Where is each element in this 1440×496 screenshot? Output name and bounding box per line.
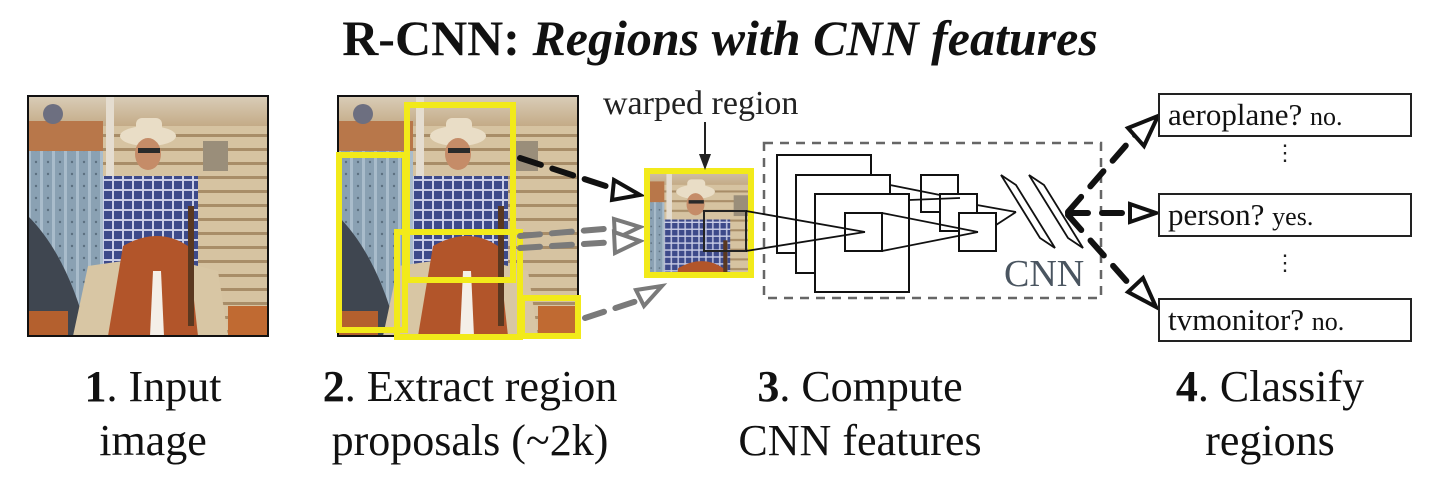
fc-layer-2 <box>1028 174 1084 249</box>
class-answer: no. <box>1311 307 1345 336</box>
classification-box-aeroplane: aeroplane? no. <box>1158 93 1412 137</box>
step-number: 3 <box>757 362 780 411</box>
step-number: 1 <box>84 362 107 411</box>
title-prefix: R-CNN: <box>342 10 520 66</box>
step-4-caption: 4. Classify regions <box>1120 360 1420 468</box>
ellipsis-1: ⋮ <box>1274 140 1296 165</box>
proposal-box-horse <box>394 229 523 340</box>
cnn-label: CNN <box>1004 253 1085 295</box>
step-subtitle: image <box>99 416 207 465</box>
arrow-primary <box>517 155 618 192</box>
arrow-primary-head <box>609 176 646 203</box>
step-2-caption: 2. Extract region proposals (~2k) <box>290 360 650 468</box>
step-number: 2 <box>322 362 345 411</box>
arrow-secondary-3 <box>582 297 643 321</box>
arrow-to-person-head <box>1128 201 1163 225</box>
proposal-box-small <box>519 295 581 339</box>
arrow-to-tvmonitor <box>1065 212 1133 288</box>
class-name: tvmonitor? <box>1168 302 1305 337</box>
warped-region-image <box>644 168 754 278</box>
step-subtitle: CNN features <box>738 416 982 465</box>
step-subtitle: regions <box>1205 416 1335 465</box>
arrow-secondary-2 <box>517 239 618 251</box>
arrow-to-tvmonitor-head <box>1124 274 1161 312</box>
region-proposal-boxes <box>336 102 581 340</box>
proposal-box-fence <box>336 152 408 333</box>
receptive-field-box <box>703 210 747 252</box>
step-title: . Compute <box>779 362 963 411</box>
figure-title: R-CNN: Regions with CNN features <box>0 8 1440 68</box>
arrow-to-aeroplane-head <box>1124 112 1162 150</box>
step-3-caption: 3. Compute CNN features <box>700 360 1020 468</box>
fc-layer-1 <box>1000 174 1056 249</box>
arrow-to-aeroplane <box>1065 132 1138 215</box>
classification-arrows <box>1065 112 1163 312</box>
ellipsis-2: ⋮ <box>1274 250 1296 275</box>
title-emphasis: Regions with CNN features <box>532 10 1098 66</box>
step-number: 4 <box>1175 362 1198 411</box>
warped-region-label: warped region <box>603 85 799 122</box>
classification-box-tvmonitor: tvmonitor? no. <box>1158 298 1412 342</box>
class-answer: yes. <box>1272 202 1314 231</box>
step-title: . Extract region <box>344 362 618 411</box>
classification-box-person: person? yes. <box>1158 193 1412 237</box>
cnn-dashed-border <box>762 141 1103 300</box>
step-1-caption: 1. Input image <box>48 360 258 468</box>
proposal-arrows <box>517 155 668 321</box>
step-subtitle: proposals (~2k) <box>331 416 609 465</box>
arrow-secondary-2-head <box>611 229 646 257</box>
input-image <box>27 95 269 337</box>
class-answer: no. <box>1309 102 1343 131</box>
class-name: aeroplane? <box>1168 97 1303 132</box>
arrow-secondary-3-head <box>632 283 668 310</box>
warped-pointer-arrow <box>699 122 711 170</box>
class-name: person? <box>1168 197 1265 232</box>
step-title: . Input <box>106 362 222 411</box>
cnn-module <box>745 141 1103 300</box>
arrow-secondary-1 <box>517 225 618 239</box>
step-title: . Classify <box>1197 362 1365 411</box>
